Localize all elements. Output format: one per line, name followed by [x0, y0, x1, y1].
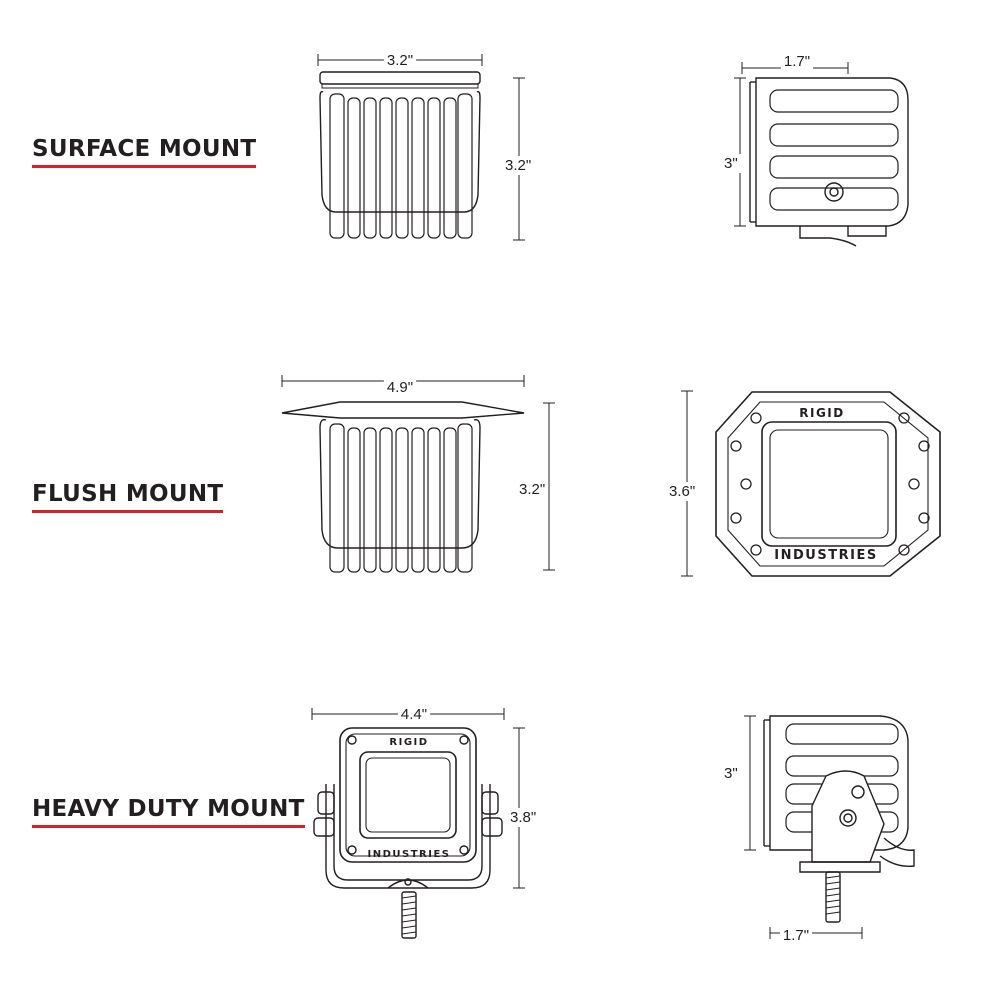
flush-face-bolts: [730, 412, 930, 556]
heavy-side-depth-dim: 1.7": [783, 927, 809, 944]
heavy-duty-front-view: 4.4" RIGID INDUSTRIES: [311, 705, 540, 939]
flush-front-width-dim: 4.9": [387, 379, 413, 396]
heavy-duty-mount-underline: [32, 825, 305, 828]
heavy-duty-side-view: 3": [721, 715, 915, 945]
surface-mount-underline: [32, 165, 257, 168]
flush-mount-face-view: 3.6" RIGID INDUSTRIES: [666, 390, 941, 577]
flush-brand-top: RIGID: [799, 406, 844, 420]
flush-mount-front-view: 4.9" 3.2": [281, 375, 555, 573]
heavy-front-width-dim: 4.4": [401, 706, 427, 723]
heavy-side-height-dim: 3": [724, 765, 738, 782]
flush-face-height-dim: 3.6": [669, 483, 695, 500]
flush-mount-title: FLUSH MOUNT: [32, 481, 224, 507]
flush-brand-bottom: INDUSTRIES: [774, 548, 877, 563]
surface-side-depth-dim: 1.7": [784, 53, 810, 70]
flush-front-height-dim: 3.2": [519, 481, 545, 498]
surface-side-height-dim: 3": [724, 155, 738, 172]
heavy-brand-bottom: INDUSTRIES: [368, 849, 451, 860]
surface-front-height-dim: 3.2": [505, 157, 531, 174]
surface-mount-front-view: 3.2" 3.2": [317, 51, 535, 241]
surface-front-width-dim: 3.2": [387, 52, 413, 69]
heavy-front-height-dim: 3.8": [510, 809, 536, 826]
flush-mount-underline: [32, 510, 224, 513]
surface-mount-title: SURFACE MOUNT: [32, 136, 257, 162]
surface-mount-label: SURFACE MOUNT: [32, 136, 257, 168]
surface-mount-side-view: 1.7" 3": [721, 52, 909, 247]
heavy-duty-mount-title: HEAVY DUTY MOUNT: [32, 796, 305, 822]
surface-front-fins: [329, 93, 473, 239]
heavy-brand-top: RIGID: [389, 737, 428, 748]
flush-mount-label: FLUSH MOUNT: [32, 481, 224, 513]
heavy-duty-mount-label: HEAVY DUTY MOUNT: [32, 796, 305, 828]
